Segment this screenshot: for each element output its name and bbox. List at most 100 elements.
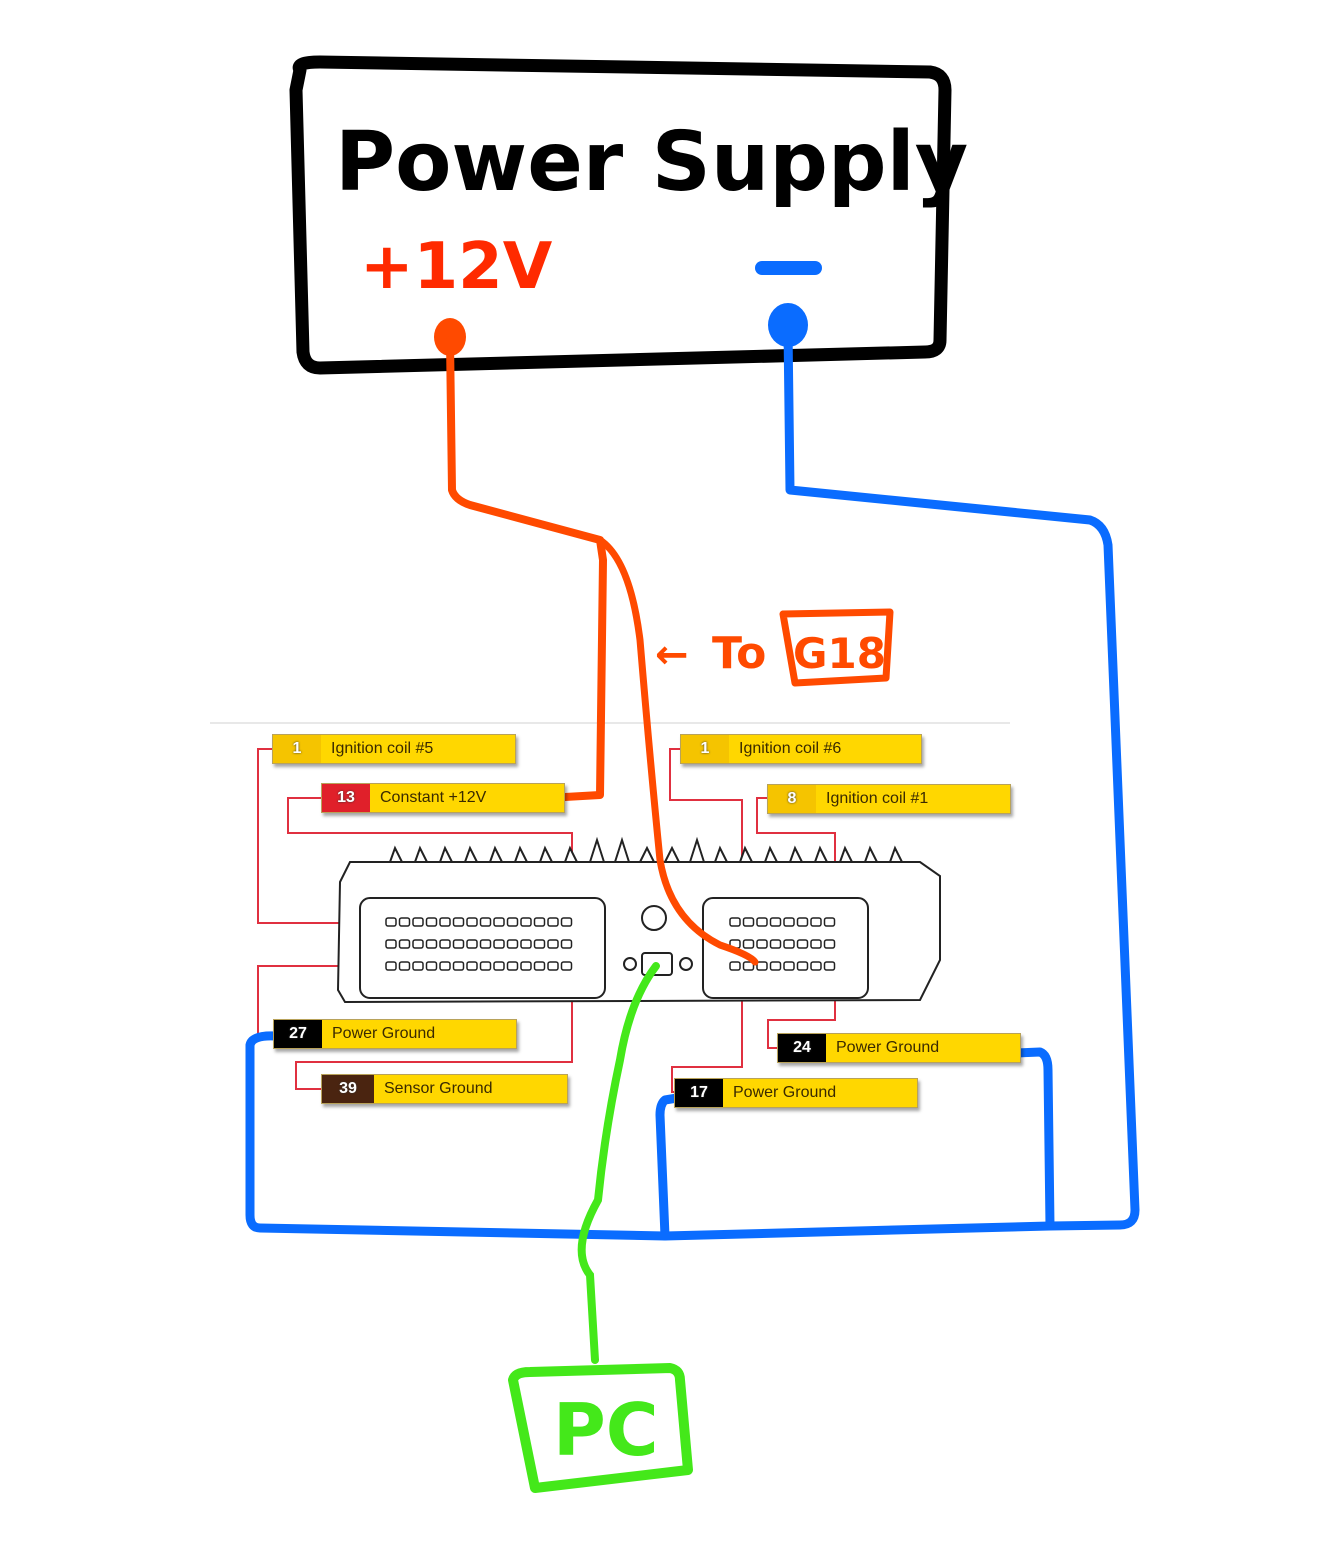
connector-pin	[466, 961, 478, 971]
pin-name: Power Ground	[723, 1079, 917, 1107]
pin-name: Sensor Ground	[374, 1075, 567, 1103]
connector-pin	[769, 961, 782, 971]
pin-number: 24	[778, 1034, 826, 1062]
ecu-sheet-edge	[210, 722, 1010, 724]
connector-pin	[742, 961, 755, 971]
positive-wire-to-g18	[596, 536, 759, 966]
power-supply-box	[289, 55, 952, 375]
connector-pin	[756, 961, 768, 971]
pin-name: Power Ground	[826, 1034, 1020, 1062]
connector-pin	[439, 961, 451, 971]
connector-pin	[479, 961, 492, 971]
ecu-pin-rows	[385, 917, 836, 971]
ground-wire-main	[245, 325, 1140, 1241]
connector-pin	[425, 939, 438, 949]
pin-number: 1	[273, 735, 321, 763]
connector-pin	[533, 939, 546, 949]
connector-pin	[547, 917, 559, 927]
connector-pin	[506, 961, 519, 971]
connector-pin	[425, 961, 438, 971]
connector-pin	[385, 917, 397, 927]
connector-pin	[783, 917, 795, 927]
connector-pin	[533, 917, 546, 927]
connector-pin	[547, 939, 559, 949]
annotation-arrow: ←	[655, 632, 689, 678]
connector-pin	[769, 939, 782, 949]
connector-pin	[533, 961, 546, 971]
pin-number: 1	[681, 735, 729, 763]
connector-pin	[479, 939, 492, 949]
connector-pin	[398, 939, 411, 949]
connector-pin	[810, 917, 822, 927]
connector-pin	[823, 961, 836, 971]
pin-label-13-constant-12v: 13 Constant +12V	[321, 783, 565, 813]
pin-label-1-ignition-coil-5: 1 Ignition coil #5	[272, 734, 516, 764]
connector-pin	[560, 961, 573, 971]
positive-wire-to-pin-13	[446, 336, 607, 801]
connector-pin	[412, 961, 424, 971]
ground-wire-pin-24	[1010, 1047, 1055, 1231]
pin-label-8-ignition-coil-1: 8 Ignition coil #1	[767, 784, 1011, 814]
connector-pin	[810, 961, 822, 971]
connector-pin	[756, 939, 768, 949]
connector-pin	[729, 917, 741, 927]
connector-pin	[742, 917, 755, 927]
power-supply-title: Power Supply	[335, 115, 968, 210]
connector-pin	[452, 939, 465, 949]
ecu-antenna-connector	[641, 905, 667, 931]
connector-pin	[729, 961, 741, 971]
connector-pin	[560, 917, 573, 927]
connector-pin	[520, 961, 532, 971]
ecu-usb-screw-left	[623, 957, 637, 971]
connector-pin	[412, 939, 424, 949]
connector-pin	[479, 917, 492, 927]
pc-label: PC	[553, 1388, 659, 1472]
pin-name: Ignition coil #1	[816, 785, 1010, 813]
negative-terminal	[768, 303, 808, 347]
ecu-usb-screw-right	[679, 957, 693, 971]
connector-pin	[493, 939, 505, 949]
pin-name: Constant +12V	[370, 784, 564, 812]
connector-pin	[547, 961, 559, 971]
connector-pin	[385, 939, 397, 949]
connector-pin	[439, 917, 451, 927]
connector-pin	[560, 939, 573, 949]
pin-number: 27	[274, 1020, 322, 1048]
leader-pin-24	[767, 968, 836, 1049]
connector-pin	[783, 939, 795, 949]
leader-pin-1-left	[257, 748, 390, 924]
connector-pin	[493, 961, 505, 971]
connector-pin	[783, 961, 795, 971]
pin-name: Ignition coil #6	[729, 735, 921, 763]
leader-pin-39	[295, 968, 573, 1090]
connector-pin	[769, 917, 782, 927]
annotation-text: To	[712, 628, 766, 679]
annotation-target-box	[779, 608, 894, 687]
pin-label-27-power-ground: 27 Power Ground	[273, 1019, 517, 1049]
connector-pin	[398, 917, 411, 927]
pin-label-24-power-ground: 24 Power Ground	[777, 1033, 1021, 1063]
connector-pin	[493, 917, 505, 927]
connector-pin	[439, 939, 451, 949]
connector-pin	[742, 939, 755, 949]
ecu-heatsink-fins	[389, 836, 903, 863]
connector-pin	[412, 917, 424, 927]
connector-pin	[452, 961, 465, 971]
ground-wire-pin-17	[655, 1092, 688, 1241]
leader-pin-1-right	[669, 748, 743, 923]
connector-pin	[823, 917, 836, 927]
pin-label-39-sensor-ground: 39 Sensor Ground	[321, 1074, 568, 1104]
connector-pin	[452, 917, 465, 927]
pin-label-17-power-ground: 17 Power Ground	[674, 1078, 918, 1108]
usb-cable-to-pc	[577, 962, 660, 1364]
connector-pin	[520, 939, 532, 949]
pin-number: 8	[768, 785, 816, 813]
connector-pin	[466, 939, 478, 949]
connector-pin	[385, 961, 397, 971]
connector-pin	[796, 917, 809, 927]
pin-number: 17	[675, 1079, 723, 1107]
connector-pin	[506, 917, 519, 927]
connector-pin	[398, 961, 411, 971]
